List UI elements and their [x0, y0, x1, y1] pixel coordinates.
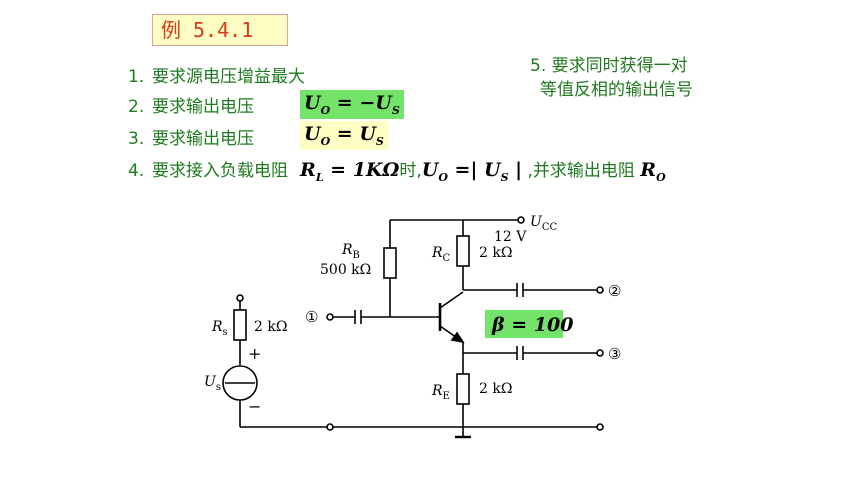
formula-symbol: U	[421, 159, 439, 181]
ucc-subscript: CC	[542, 222, 558, 233]
emitter-arrow	[450, 331, 465, 344]
formula-symbol: U	[304, 92, 321, 114]
ucc-symbol: U	[530, 214, 543, 230]
re-subscript: E	[443, 391, 450, 402]
input-terminal-1	[326, 313, 334, 321]
rb-subscript: B	[353, 250, 360, 261]
formula-subscript: S	[375, 134, 384, 148]
us-symbol: U	[204, 374, 217, 390]
formula-ro: RO	[640, 159, 666, 184]
formula-symbol: U	[375, 92, 392, 114]
example-title: 例 5.4.1	[152, 14, 288, 46]
rc-subscript: C	[443, 253, 451, 264]
node-3-label: ③	[608, 345, 621, 363]
re-label: RE	[431, 383, 450, 402]
formula-symbol: R	[300, 159, 316, 181]
formula-operator: =|	[447, 159, 484, 181]
rc-label: RC	[431, 245, 451, 264]
resistor-re	[456, 373, 470, 405]
beta-highlight	[485, 310, 563, 338]
node-2-label: ②	[608, 282, 621, 300]
formula-subscript: O	[320, 103, 331, 117]
formula-operator: |	[508, 159, 523, 181]
re-value: 2 kΩ	[479, 381, 512, 397]
requirement-text: 要求输出电压	[152, 129, 254, 149]
requirement-text: 要求源电压增益最大	[152, 67, 305, 87]
formula-subscript: O	[438, 170, 448, 184]
rs-symbol: R	[211, 319, 223, 335]
formula-operator: = −	[330, 92, 376, 114]
requirement-number: 1.	[128, 67, 145, 87]
minus-sign: −	[248, 397, 261, 416]
formula-uo-neg-us: UO = −US	[300, 90, 404, 119]
plus-sign: +	[248, 344, 261, 363]
requirement-2: 2. 要求输出电压	[128, 92, 254, 117]
requirement-1: 1. 要求源电压增益最大	[128, 62, 305, 87]
re-symbol: R	[431, 383, 443, 399]
formula-symbol: U	[304, 123, 321, 145]
requirement-number: 3.	[128, 129, 145, 149]
requirement-text: 要求接入负载电阻	[152, 161, 288, 181]
us-subscript: s	[216, 382, 221, 393]
formula-subscript: S	[391, 103, 400, 117]
rs-subscript: s	[223, 327, 228, 338]
formula-rl: RL = 1KΩ	[293, 159, 400, 184]
formula-value: = 1KΩ	[323, 159, 400, 181]
formula-symbol: U	[484, 159, 501, 181]
requirement-text: ,并求输出电阻	[522, 161, 641, 181]
transistor-collector	[439, 291, 464, 309]
rb-value: 500 kΩ	[320, 262, 371, 278]
rc-value: 2 kΩ	[479, 245, 512, 261]
resistor-rb	[383, 247, 397, 279]
ground-terminal-right	[596, 423, 604, 431]
formula-uo-us: UO = US	[300, 121, 388, 150]
rb-symbol: R	[341, 242, 353, 258]
formula-symbol: U	[359, 123, 376, 145]
us-label: Us	[204, 374, 221, 393]
beta-label: β = 100	[491, 314, 573, 336]
rc-symbol: R	[431, 245, 443, 261]
requirement-4: 4.要求接入负载电阻 RL = 1KΩ时,UO =| US | ,并求输出电阻 …	[128, 156, 666, 184]
formula-subscript: L	[315, 170, 324, 184]
formula-subscript: S	[500, 170, 509, 184]
requirement-number: 4.	[128, 161, 145, 181]
ucc-terminal	[517, 216, 525, 224]
requirement-5-line1: 5. 要求同时获得一对	[530, 56, 688, 76]
requirement-5-line2: 等值反相的输出信号	[540, 80, 693, 100]
requirement-number: 2.	[128, 97, 145, 117]
ground-terminal-left	[326, 423, 334, 431]
formula-subscript: O	[656, 170, 666, 184]
formula-operator: =	[330, 123, 360, 145]
rb-label: RB	[341, 242, 360, 261]
output-terminal-3	[596, 349, 604, 357]
output-terminal-2	[596, 286, 604, 294]
ucc-value: 12 V	[494, 229, 527, 245]
rs-value: 2 kΩ	[254, 319, 287, 335]
requirement-text: 要求输出电压	[152, 97, 254, 117]
source-terminal	[236, 294, 244, 302]
node-1-label: ①	[305, 308, 318, 326]
resistor-rs	[233, 309, 247, 341]
resistor-rc	[456, 235, 470, 267]
requirement-3: 3. 要求输出电压	[128, 124, 254, 149]
rs-label: Rs	[211, 319, 228, 338]
requirement-5: 5. 要求同时获得一对 等值反相的输出信号	[530, 54, 693, 102]
ucc-label: UCC	[530, 214, 557, 233]
formula-subscript: O	[320, 134, 331, 148]
formula-uo-abs-us: UO =| US |	[421, 159, 523, 184]
formula-symbol: R	[640, 159, 657, 181]
requirement-text: 时,	[399, 161, 422, 181]
